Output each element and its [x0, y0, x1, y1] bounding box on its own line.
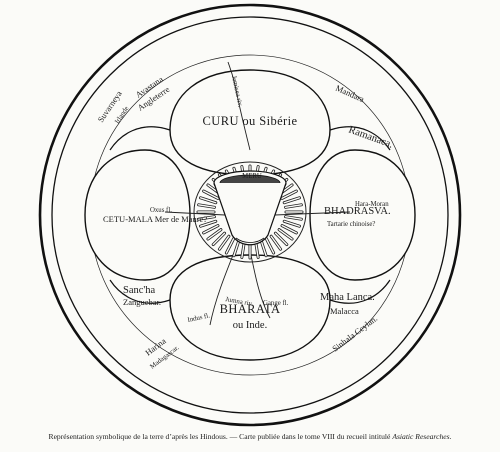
- lotus-ray-highlight: [265, 238, 275, 254]
- lotus-ray-highlight: [281, 224, 298, 234]
- malacca-label: Malacca: [330, 306, 359, 316]
- meru-label: MERU: [242, 173, 262, 180]
- oxus-river: [164, 211, 226, 216]
- lotus-ray-highlight: [202, 190, 219, 200]
- inner-ring: [51, 16, 449, 414]
- mandara-label: Mandara: [334, 83, 366, 105]
- lotus-ray-highlight: [260, 239, 267, 257]
- hara-moran-river: [274, 211, 351, 216]
- map-caption: Représentation symbolique de la terre d’…: [0, 432, 500, 441]
- lotus-ray-highlight: [197, 204, 216, 209]
- sancha-label: Sanc'ha: [123, 285, 156, 296]
- lotus-ray-highlight: [218, 235, 230, 250]
- gange-label: Gange fl.: [263, 300, 289, 307]
- lotus-ray-highlight: [283, 220, 301, 227]
- lotus-ray-highlight: [225, 238, 235, 254]
- lotus-ray-highlight: [281, 190, 298, 200]
- lotus-ray-highlight: [274, 232, 288, 246]
- lotus-ray-highlight: [199, 220, 217, 227]
- lotus-ray-highlight: [233, 239, 240, 257]
- north-region-label: CURU ou Sibérie: [203, 114, 298, 128]
- caption-italic: Asiatic Researches.: [392, 432, 452, 441]
- lotus-ray-highlight: [283, 197, 301, 204]
- indus-river: [209, 249, 236, 326]
- sancha-sub: Zanguebar.: [123, 297, 161, 307]
- maha-lanca-label: Maha Lanca.: [320, 292, 375, 303]
- east-region-sub: Tartarie chinoise?: [327, 221, 375, 228]
- hara-moran-label: Hara-Moran: [355, 201, 389, 208]
- lotus-ray-highlight: [284, 215, 303, 220]
- ramanaca-label: Ramanaca.: [347, 124, 394, 150]
- jumna-label: Jumna riv.: [225, 296, 254, 308]
- lotus-ray-highlight: [278, 228, 293, 240]
- east-petal: [309, 149, 416, 281]
- meru-cup: [213, 170, 287, 246]
- oxus-label: Oxus fl.: [150, 207, 172, 214]
- outer-ring: [38, 3, 462, 427]
- lotus-ray-highlight: [212, 232, 226, 246]
- lotus-ray-highlight: [202, 224, 219, 234]
- sinhala-label: Sinhala Ceylan.: [330, 313, 379, 353]
- lotus-ray-highlight: [270, 235, 282, 250]
- south-region-sub: ou Inde.: [233, 320, 267, 331]
- lotus-ray-highlight: [199, 197, 217, 204]
- jemisea-river: [227, 61, 251, 151]
- caption-text: Représentation symbolique de la terre d’…: [48, 432, 393, 441]
- west-petal: [84, 149, 191, 281]
- lotus-ray-highlight: [197, 215, 216, 220]
- hindu-earth-map: MERU CURU ou Sibérie BHARATA ou Inde. CE…: [38, 3, 462, 427]
- west-region-label: CETU-MALA Mer de Maure?: [103, 214, 207, 224]
- suvarneya-sub: Irlande: [114, 105, 131, 125]
- lotus-ray-highlight: [207, 228, 222, 240]
- south-region-label: BHARATA: [220, 302, 281, 316]
- lotus-outer-ring: [193, 161, 307, 263]
- indus-label: Indus fl.: [187, 312, 211, 324]
- east-region-label: BHADRASVA.: [324, 206, 391, 217]
- lotus-ray-highlight: [284, 204, 303, 209]
